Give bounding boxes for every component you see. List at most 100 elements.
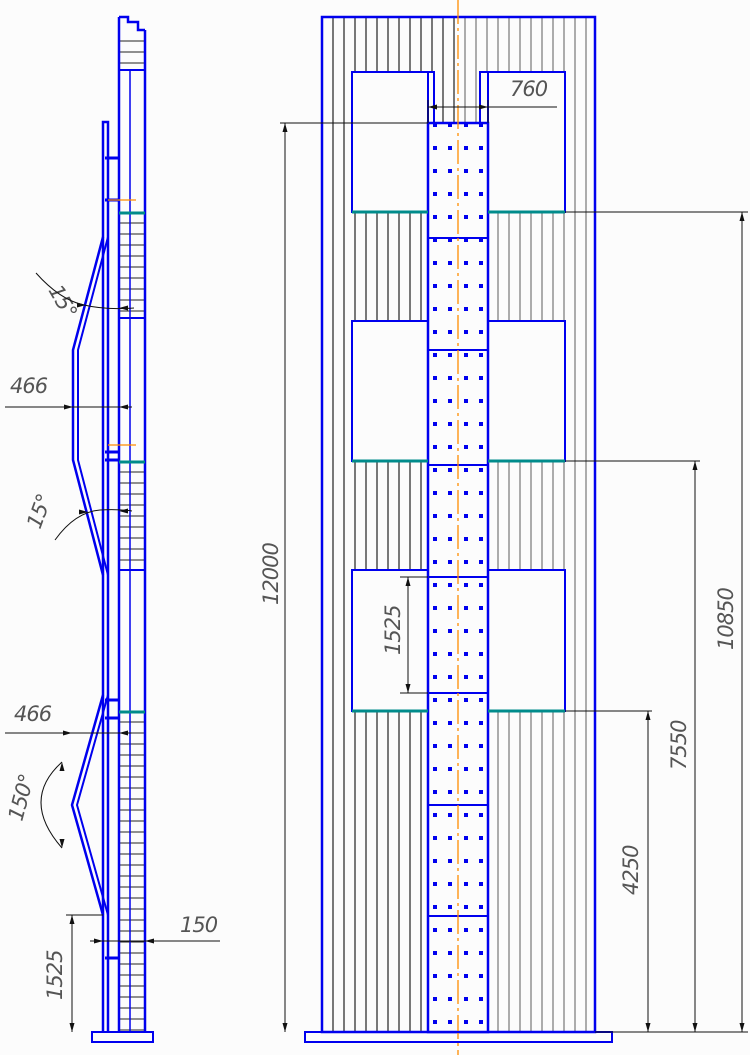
ladder-rung-dot (448, 261, 452, 265)
ladder-rung-dot (464, 583, 468, 587)
front-view (304, 0, 613, 1055)
ladder-rung-dot (464, 238, 468, 242)
ladder-rung-dot (448, 951, 452, 955)
dimension-arrow (405, 684, 411, 693)
ladder-rung-dot (448, 376, 452, 380)
ladder-rail (101, 120, 110, 1032)
ladder-rung-dot (433, 813, 437, 817)
side-view (70, 15, 154, 1043)
ladder-rung-dot (464, 215, 468, 219)
dimension-arrow (119, 404, 128, 410)
dimension-arrow (405, 577, 411, 586)
ladder-rung-dot (433, 307, 437, 311)
ladder-rung-dot (464, 169, 468, 173)
wall-top-cap (119, 15, 145, 32)
ladder-rung-dot (464, 261, 468, 265)
ladder-rung-dot (464, 537, 468, 541)
dim-platform-3: 10850 (714, 588, 738, 650)
ladder-rung-dot (479, 169, 483, 173)
dimension-arrow (428, 104, 437, 110)
cage-bulge-bottom (70, 694, 105, 916)
ladder-rung-dot (433, 997, 437, 1001)
ladder-rung-dot (464, 284, 468, 288)
ladder-rung-dot (433, 928, 437, 932)
window-notch-left (427, 71, 435, 124)
ladder-rung-dot (448, 859, 452, 863)
dimension-arrow (645, 711, 651, 720)
ladder-rung-dot (464, 698, 468, 702)
ladder-rung-dot (464, 330, 468, 334)
ladder-rung-dot (464, 560, 468, 564)
ladder-rung-dot (448, 123, 452, 127)
ladder-rung-dot (433, 215, 437, 219)
dimension-arrow (64, 404, 73, 410)
ladder-rung-dot (433, 330, 437, 334)
dimension-arrow (645, 1023, 651, 1032)
ladder-rung-dot (433, 744, 437, 748)
ladder-rung-dot (464, 790, 468, 794)
ladder-rung-dot (448, 146, 452, 150)
ladder-rung-dot (448, 468, 452, 472)
ladder-rung-dot (479, 284, 483, 288)
dim-offset-bottom: 466 (14, 702, 52, 726)
window-right (487, 320, 566, 462)
ladder-rung-dot (433, 675, 437, 679)
dim-angle-bottom: 150° (4, 772, 39, 823)
base-plate (304, 1031, 613, 1043)
ladder-rung-dot (448, 744, 452, 748)
ladder-rung-dot (448, 514, 452, 518)
ladder-rung-dot (464, 836, 468, 840)
ladder-rung-dot (433, 698, 437, 702)
ladder-rung-dot (464, 882, 468, 886)
ladder-rung-dot (448, 537, 452, 541)
ladder-rung-dot (479, 215, 483, 219)
ladder-rung-dot (464, 974, 468, 978)
ladder-rung-dot (433, 445, 437, 449)
ladder-rung-dot (479, 882, 483, 886)
ladder-rung-dot (433, 951, 437, 955)
ladder-rung-dot (448, 721, 452, 725)
ladder-rung-dot (448, 767, 452, 771)
ladder-rung-dot (448, 928, 452, 932)
ladder-rung-dot (433, 537, 437, 541)
dim-step-height: 1525 (43, 950, 67, 1000)
ladder-rung-dot (479, 123, 483, 127)
ladder-rung-dot (464, 652, 468, 656)
dimension-arrow (282, 1023, 288, 1032)
ladder-rung-dot (448, 445, 452, 449)
ladder-rung-dot (464, 997, 468, 1001)
ladder-rung-dot (479, 1020, 483, 1024)
dimension-arrow (119, 730, 128, 736)
ladder-rung-dot (433, 399, 437, 403)
ladder-rung-dot (433, 560, 437, 564)
ladder-rung-dot (433, 882, 437, 886)
dimension-arrow (692, 1023, 698, 1032)
ladder-rung-dot (479, 376, 483, 380)
ladder-rung-dot (448, 790, 452, 794)
ladder-rung-dot (479, 744, 483, 748)
ladder-rung-dot (448, 215, 452, 219)
ladder-rung-dot (479, 583, 483, 587)
ladder-rung-dot (479, 629, 483, 633)
window-left (351, 569, 429, 712)
dimension-arrow (119, 305, 128, 311)
ladder-rung-dot (479, 146, 483, 150)
ladder-rung-dot (479, 307, 483, 311)
ladder-rung-dot (479, 399, 483, 403)
ladder-rung-dot (433, 859, 437, 863)
ladder-rung-dot (464, 192, 468, 196)
ladder-rung-dot (448, 813, 452, 817)
window-right (487, 569, 566, 712)
ladder-rung-dot (448, 997, 452, 1001)
ladder-rung-dot (433, 767, 437, 771)
ladder-rung-dot (479, 698, 483, 702)
dimension-arrow (63, 730, 72, 736)
dimension-arrow (739, 1023, 745, 1032)
ladder-rung-dot (464, 744, 468, 748)
dim-platform-1: 4250 (619, 845, 643, 895)
ladder-rung-dot (448, 836, 452, 840)
dim-platform-2: 7550 (667, 720, 691, 770)
ladder-rung-dot (479, 560, 483, 564)
dimension-arrow (94, 938, 103, 944)
